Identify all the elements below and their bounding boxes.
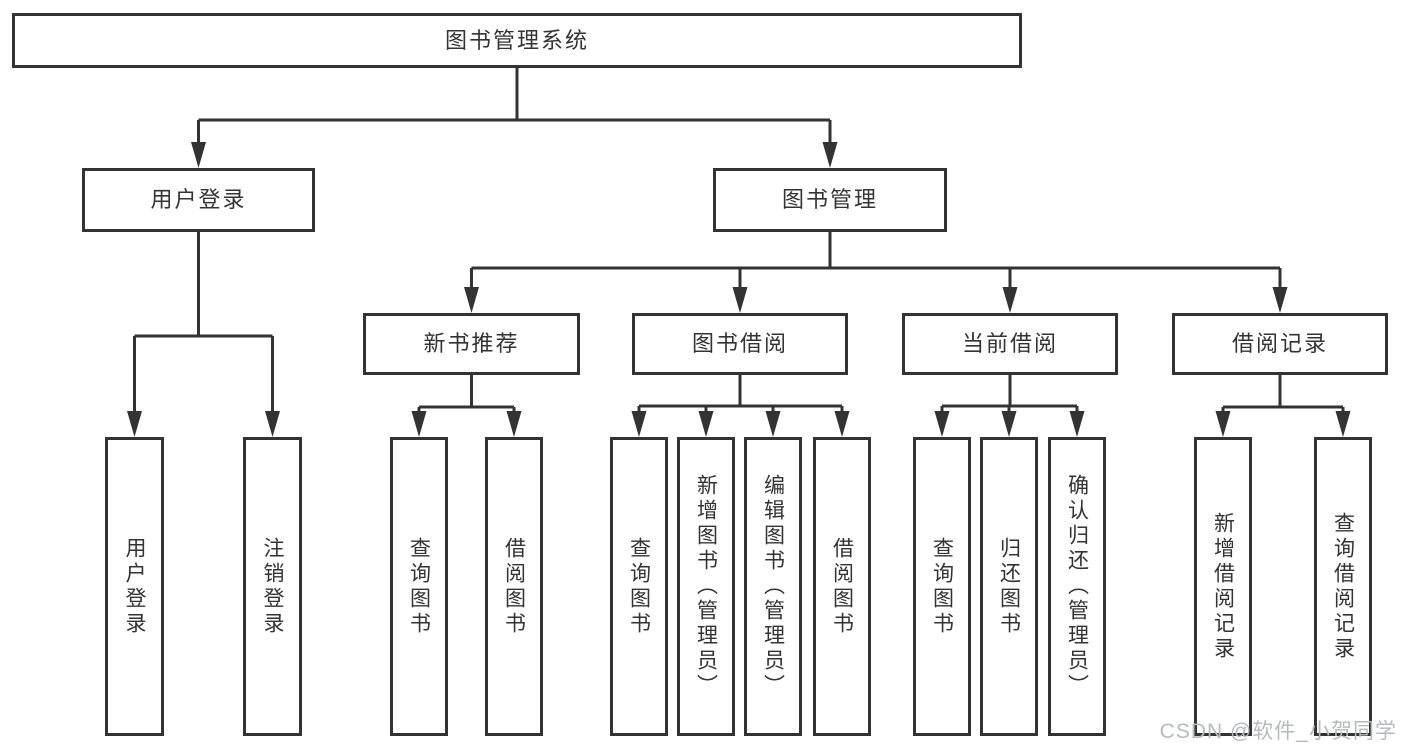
node-label: 新增图书（管理员） (694, 474, 718, 699)
node-new-book-recommend: 新书推荐 (363, 313, 580, 375)
arrowhead-icon (732, 287, 748, 313)
arrowhead-icon (1215, 411, 1231, 437)
node-label: 查询图书 (627, 536, 651, 637)
arrowhead-icon (464, 287, 479, 313)
node-book-management: 图书管理 (713, 168, 947, 232)
node-borrow-records: 借阅记录 (1172, 313, 1388, 375)
node-user-login-group: 用户登录 (82, 168, 315, 232)
node-leaf-user-login: 用户登录 (105, 437, 164, 736)
node-label: 借阅记录 (1231, 331, 1328, 356)
node-leaf-edit-books-admin: 编辑图书（管理员） (744, 437, 802, 736)
node-label: 注销登录 (261, 536, 284, 637)
node-label: 用户登录 (123, 536, 146, 637)
arrowhead-icon (1069, 411, 1085, 437)
arrowhead-icon (1002, 287, 1018, 313)
node-leaf-query-books-current: 查询图书 (913, 437, 971, 736)
node-leaf-borrow-books-recommend: 借阅图书 (485, 437, 543, 736)
node-label: 归还图书 (997, 536, 1021, 637)
arrowhead-icon (411, 411, 427, 437)
node-label: 借阅图书 (830, 536, 854, 637)
node-root-library-system: 图书管理系统 (12, 13, 1022, 68)
node-label: 查询图书 (407, 536, 431, 637)
arrowhead-icon (265, 411, 280, 437)
node-leaf-add-borrow-record: 新增借阅记录 (1194, 437, 1252, 736)
arrowhead-icon (822, 142, 838, 168)
watermark: CSDN @软件_小贺同学 (1159, 720, 1397, 743)
node-label: 图书借阅 (691, 331, 788, 356)
arrowhead-icon (191, 142, 206, 168)
node-label: 查询图书 (930, 536, 954, 637)
arrowhead-icon (1001, 411, 1017, 437)
node-label: 新书推荐 (423, 331, 520, 356)
node-current-borrow: 当前借阅 (902, 313, 1118, 375)
arrowhead-icon (1335, 411, 1351, 437)
node-leaf-add-books-admin: 新增图书（管理员） (677, 437, 735, 736)
node-book-borrow: 图书借阅 (632, 313, 848, 375)
arrowhead-icon (631, 411, 647, 437)
node-label: 确认归还（管理员） (1065, 474, 1089, 699)
node-label: 当前借阅 (961, 331, 1058, 356)
node-label: 用户登录 (150, 187, 247, 212)
arrowhead-icon (834, 411, 850, 437)
arrowhead-icon (1272, 287, 1288, 313)
node-label: 新增借阅记录 (1211, 511, 1235, 662)
arrowhead-icon (127, 411, 142, 437)
node-leaf-return-books: 归还图书 (980, 437, 1038, 736)
node-leaf-query-borrow-record: 查询借阅记录 (1314, 437, 1372, 736)
node-leaf-logout: 注销登录 (243, 437, 302, 736)
node-label: 图书管理系统 (444, 27, 589, 53)
arrowhead-icon (698, 411, 714, 437)
node-leaf-query-books-borrow: 查询图书 (610, 437, 668, 736)
arrowhead-icon (765, 411, 781, 437)
arrowhead-icon (506, 411, 522, 437)
node-label: 图书管理 (781, 187, 878, 212)
node-label: 编辑图书（管理员） (761, 474, 785, 699)
arrowhead-icon (934, 411, 950, 437)
node-leaf-borrow-books-borrow: 借阅图书 (813, 437, 871, 736)
node-label: 查询借阅记录 (1331, 511, 1355, 662)
node-leaf-confirm-return-admin: 确认归还（管理员） (1048, 437, 1106, 736)
node-label: 借阅图书 (502, 536, 526, 637)
node-leaf-query-books-recommend: 查询图书 (390, 437, 448, 736)
